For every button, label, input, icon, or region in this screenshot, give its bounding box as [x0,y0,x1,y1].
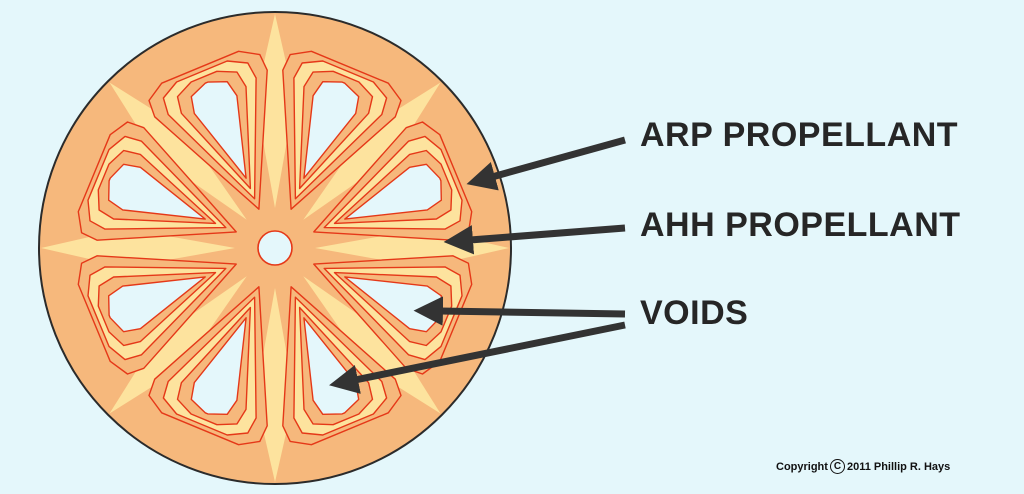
ahh-star-point [255,288,295,482]
ahh-star-point [109,82,247,220]
copyright-notice: Copyright C 2011 Phillip R. Hays [776,459,950,474]
void-region [107,163,206,220]
void-sector [148,50,268,210]
ahh-star-point [109,276,247,414]
ahh-star-point [41,228,235,268]
arp-propellant-label: ARP PROPELLANT [640,116,959,154]
void-sector [282,50,402,210]
ahh-star-point [255,14,295,208]
void-region [190,80,247,179]
void-sector [77,121,237,241]
ahh-propellant-label: AHH PROPELLANT [640,206,961,244]
copyright-prefix: Copyright [776,460,828,473]
center-bore [257,230,293,266]
void-sector [313,121,473,241]
void-region [107,276,206,333]
arrow-voids-1 [413,296,626,326]
void-sector [77,255,237,375]
copyright-icon: C [829,459,845,474]
arrow-arp [466,136,626,191]
arrow-voids-2 [329,321,626,394]
void-sector [148,286,268,446]
voids-label: VOIDS [640,294,749,332]
copyright-text: 2011 Phillip R. Hays [846,460,951,473]
ahh-star-point [303,276,441,414]
void-region [344,163,442,220]
ahh-star-point [303,82,441,220]
arrow-ahh [443,224,626,255]
void-region [190,317,247,415]
void-region [303,80,360,179]
